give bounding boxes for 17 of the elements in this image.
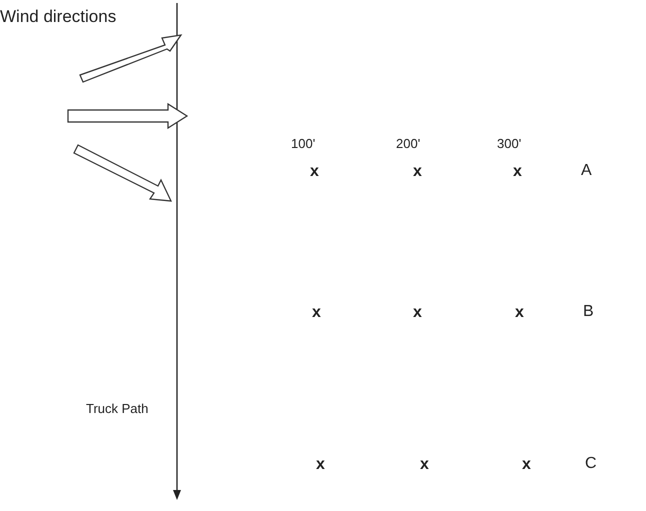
sample-marker: x (420, 457, 429, 473)
distance-label: 200' (396, 137, 420, 150)
row-label: B (583, 304, 594, 320)
sample-marker: x (316, 457, 325, 473)
row-label: C (585, 456, 597, 472)
distance-label: 100' (291, 137, 316, 150)
path-label: Truck Path (86, 402, 148, 415)
distance-label: 300' (497, 137, 522, 150)
row-label: A (581, 163, 592, 179)
sample-marker: x (513, 164, 522, 180)
sample-marker: x (413, 164, 422, 180)
sample-marker: x (515, 305, 524, 321)
sample-marker: x (310, 164, 319, 180)
sample-marker: x (312, 305, 321, 321)
sample-marker: x (413, 305, 422, 321)
heading-label: Wind directions (0, 8, 116, 25)
sample-marker: x (522, 457, 531, 473)
